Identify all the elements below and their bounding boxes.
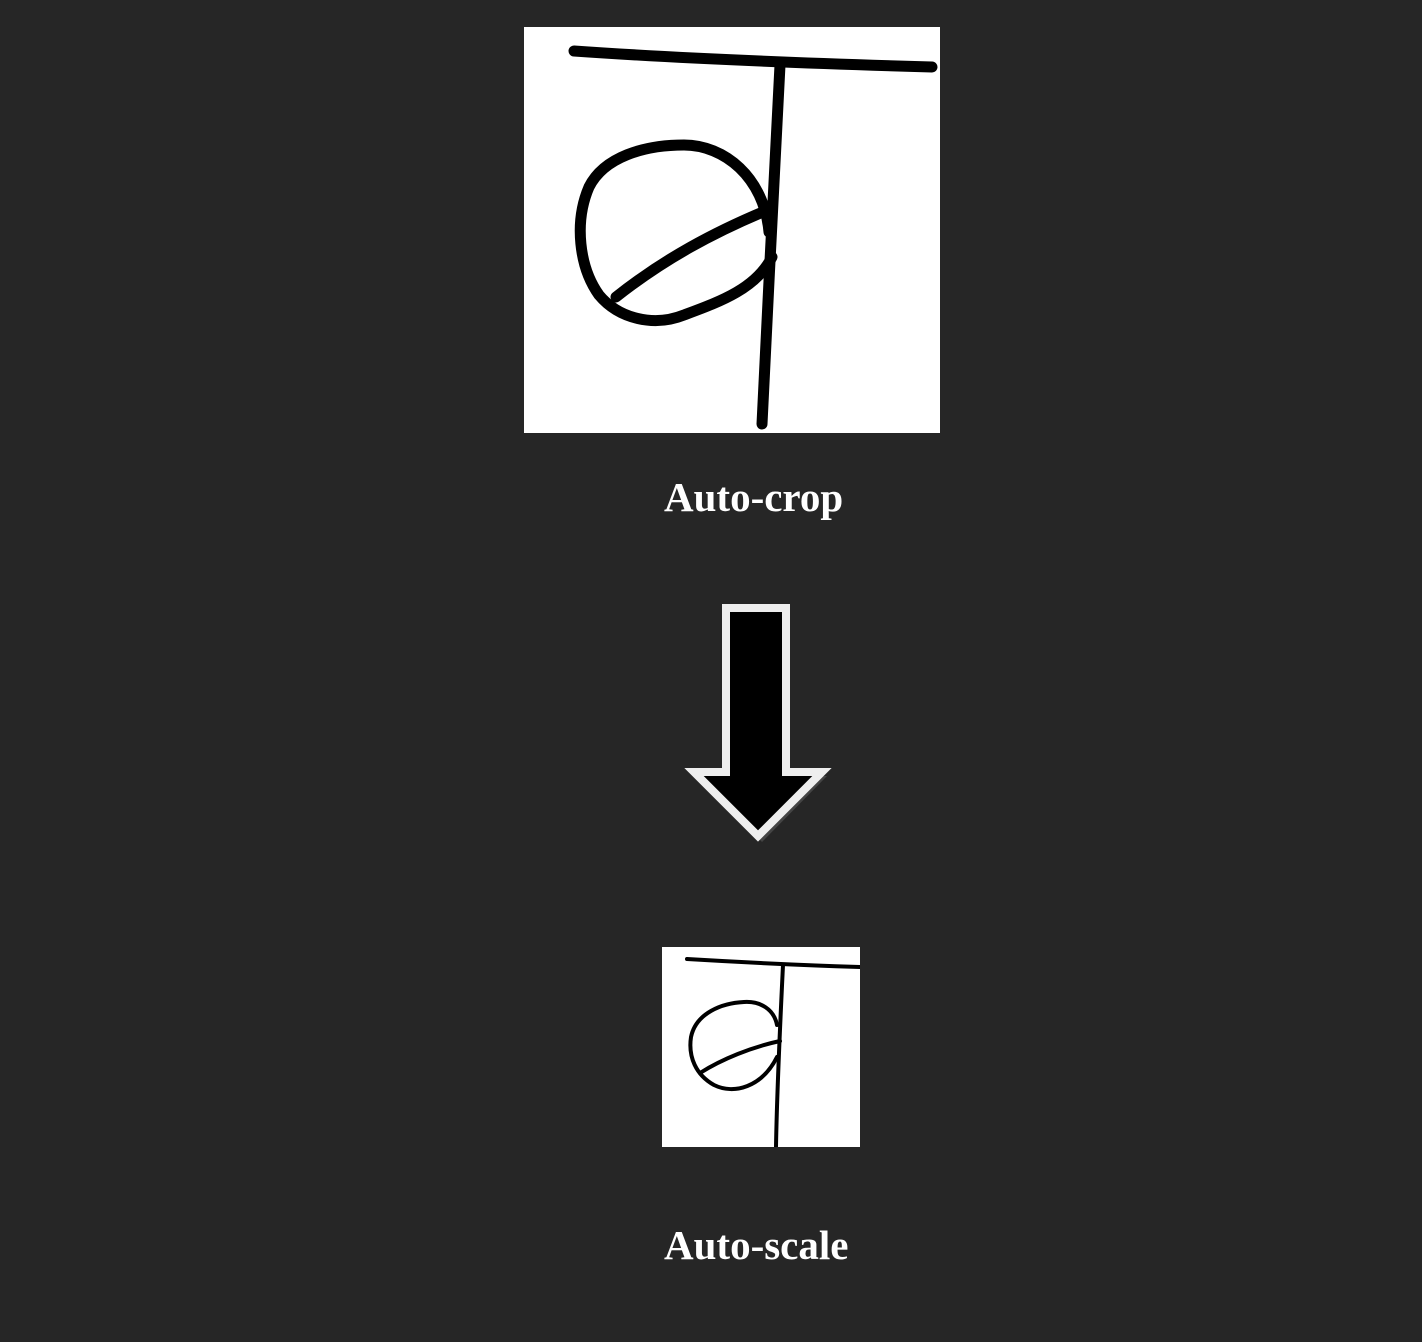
cropped-character-image [524, 27, 940, 433]
auto-crop-label: Auto-crop [664, 474, 844, 520]
scaled-character-image [662, 947, 860, 1147]
handwritten-character-drawing [568, 45, 938, 430]
handwritten-character-drawing-small [685, 957, 860, 1147]
auto-scale-label: Auto-scale [664, 1222, 849, 1268]
down-arrow-icon [684, 604, 832, 842]
